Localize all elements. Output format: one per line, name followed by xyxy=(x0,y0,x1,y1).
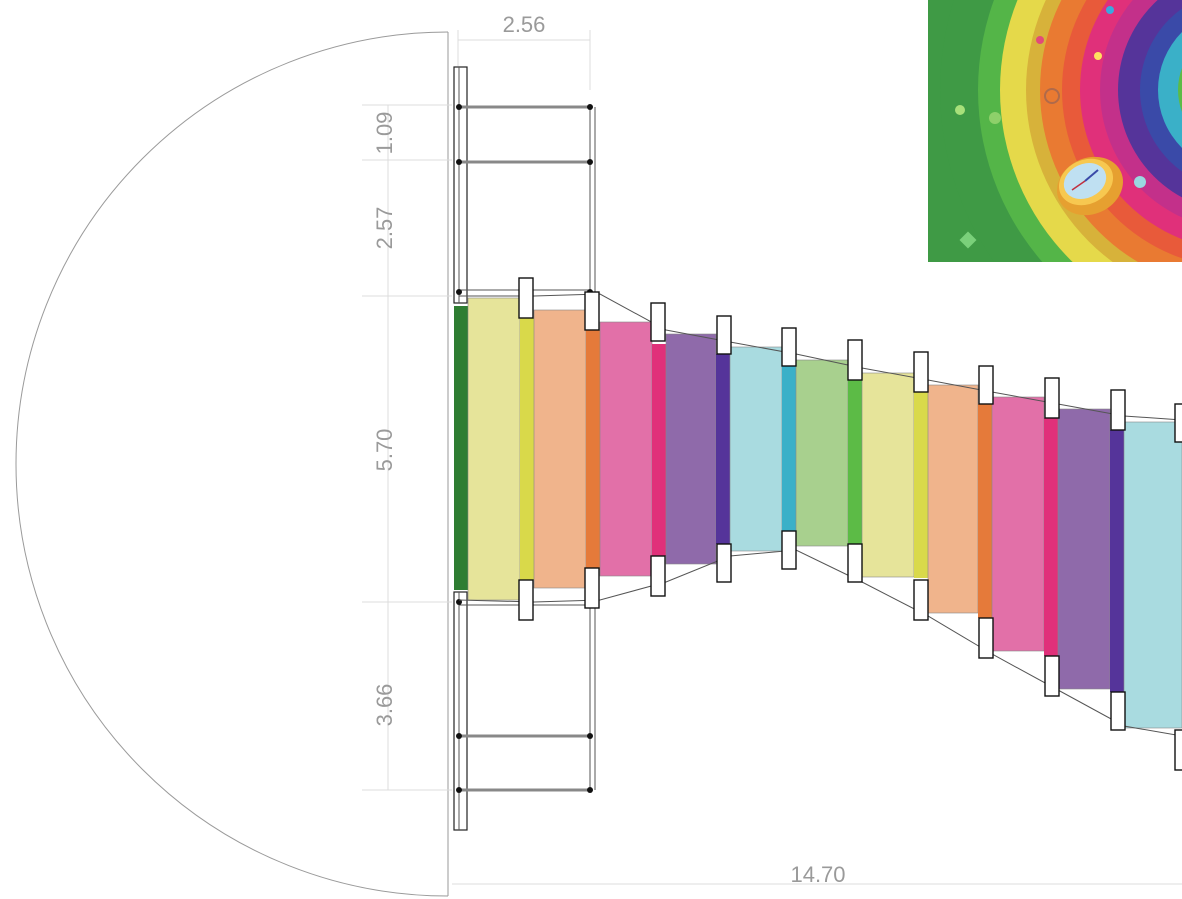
post xyxy=(1110,389,1126,431)
segment-cyan-panel-2 xyxy=(1123,421,1182,729)
segment-purple-panel-2 xyxy=(1057,408,1111,690)
segment-yellow-stripe xyxy=(520,318,534,580)
semicircle-outline xyxy=(15,31,449,897)
segment-cyan-panel xyxy=(729,346,783,552)
post xyxy=(584,567,600,609)
post xyxy=(978,617,994,659)
post xyxy=(1174,403,1182,443)
post xyxy=(584,291,600,331)
segment-pink-panel-2 xyxy=(991,396,1045,652)
dimension-top: 2.56 xyxy=(457,12,591,90)
segment-yellow-stripe-2 xyxy=(914,392,928,578)
dim-top-label: 2.56 xyxy=(503,12,546,37)
post xyxy=(781,327,797,367)
segment-peach-panel-2 xyxy=(927,384,979,614)
inset-illustration xyxy=(928,0,1182,262)
segment-cyan-stripe xyxy=(782,366,796,534)
dimension-left: 1.09 2.57 5.70 3.66 xyxy=(362,104,452,791)
post xyxy=(781,530,797,570)
dim-left-3: 5.70 xyxy=(372,429,397,472)
post xyxy=(913,579,929,621)
segment-pink-panel xyxy=(599,321,653,577)
post xyxy=(1044,377,1060,419)
post xyxy=(518,579,534,621)
post xyxy=(1110,691,1126,731)
dim-bottom-label: 14.70 xyxy=(790,862,845,887)
post xyxy=(650,302,666,342)
segment-magenta-stripe xyxy=(652,344,666,556)
segment-yellow-panel xyxy=(467,297,521,601)
post xyxy=(847,543,863,583)
segment-peach-panel xyxy=(533,309,587,589)
segment-purple-stripe xyxy=(716,354,730,544)
segment-purple-stripe-2 xyxy=(1110,430,1124,692)
post xyxy=(650,555,666,597)
post xyxy=(1174,729,1182,771)
segment-purple-panel xyxy=(665,333,717,565)
clock-icon xyxy=(1056,156,1124,216)
colored-segments xyxy=(454,297,1182,729)
segment-yellow-panel-2 xyxy=(861,372,915,578)
segment-orange-stripe xyxy=(586,330,600,570)
segment-orange-stripe-2 xyxy=(978,404,992,618)
post xyxy=(978,365,994,405)
dim-left-2: 2.57 xyxy=(372,207,397,250)
post xyxy=(1044,655,1060,697)
dim-left-1: 1.09 xyxy=(372,112,397,155)
segment-green-stripe-2 xyxy=(848,380,862,546)
segment-magenta-stripe-2 xyxy=(1044,418,1058,656)
post xyxy=(913,351,929,393)
posts-bottom xyxy=(518,530,1182,771)
dimension-bottom: 14.70 xyxy=(452,862,1182,887)
upper-landing xyxy=(453,66,596,304)
post xyxy=(518,277,534,319)
post xyxy=(716,315,732,355)
dim-left-4: 3.66 xyxy=(372,684,397,727)
lower-landing xyxy=(453,591,596,831)
post xyxy=(847,339,863,381)
segment-green-panel xyxy=(795,359,849,547)
segment-green-stripe xyxy=(454,306,468,590)
post xyxy=(716,543,732,583)
posts-top xyxy=(518,277,1182,443)
